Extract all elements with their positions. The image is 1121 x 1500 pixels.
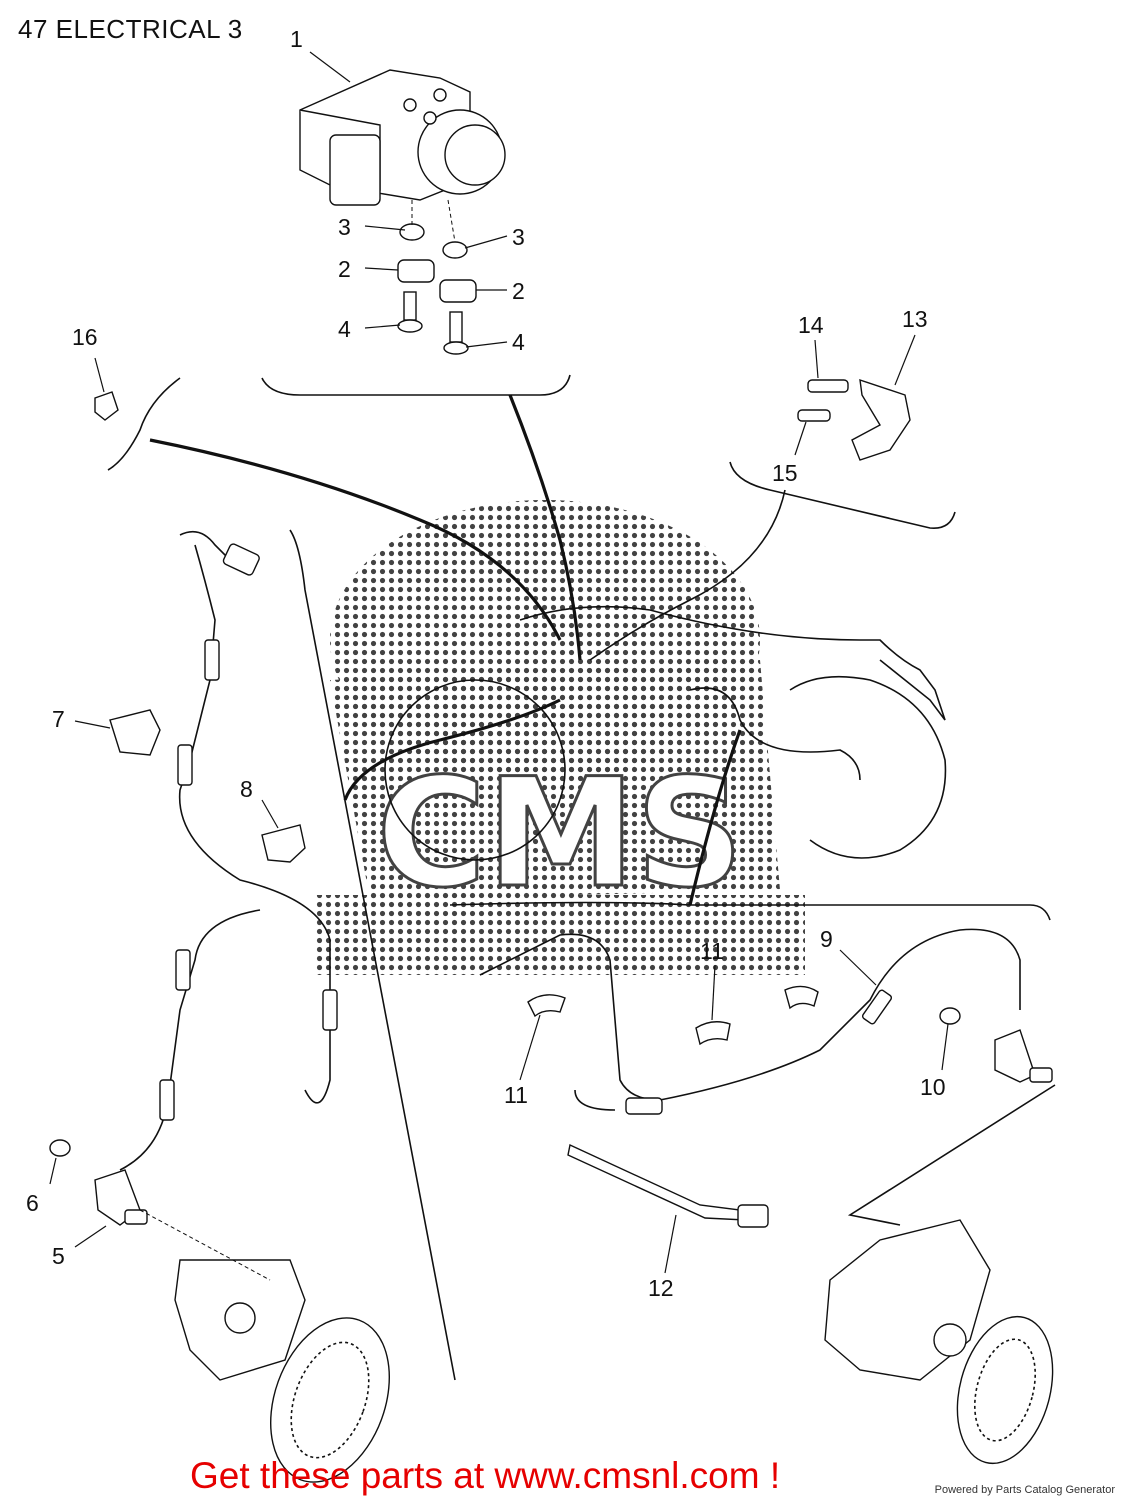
front-caliper-disc [139,1209,390,1483]
clamp-16 [94,391,119,421]
callout-12: 12 [648,1275,674,1301]
harness-right [589,489,786,661]
cable-tie [567,1143,769,1228]
left-section-outline [107,377,181,471]
callout-2b: 2 [512,278,525,304]
callout-6: 6 [26,1190,39,1216]
harness-abs [508,394,582,661]
callout-13: 13 [902,306,928,332]
callout-16: 16 [72,324,98,350]
callout-9: 9 [820,926,833,952]
callout-1: 1 [290,26,303,52]
callout-11a: 11 [700,938,724,964]
page-title: 47 ELECTRICAL 3 [18,14,243,44]
callout-5: 5 [52,1243,65,1269]
abs-section-outline [261,374,571,396]
leader-lines [49,51,949,1274]
callout-11b: 11 [504,1082,528,1108]
harness-diag [688,729,742,906]
callout-4b: 4 [512,329,525,355]
generator-credit: Powered by Parts Catalog Generator [934,1484,1115,1496]
callout-15: 15 [772,460,798,486]
cms-watermark: CMS [315,500,805,975]
bracket-section-outline [729,461,956,529]
callout-7: 7 [52,706,65,732]
front-sensor-lead [49,530,338,1226]
callout-3a: 3 [338,214,351,240]
left-boundary-line [289,529,456,1381]
callout-8: 8 [240,776,253,802]
abs-hydraulic-unit [299,69,506,206]
sensor-bracket [797,378,911,461]
callout-2a: 2 [338,256,351,282]
harness-main [149,438,562,641]
watermark-text: CMS [376,747,743,921]
harness-rear [689,687,861,781]
callout-14: 14 [798,312,824,338]
promo-link[interactable]: Get these parts at www.cmsnl.com ! [190,1455,781,1496]
callout-3b: 3 [512,224,525,250]
callout-10: 10 [920,1074,946,1100]
motorcycle-outline [384,605,947,861]
callout-4a: 4 [338,316,351,342]
rear-sensor-lead [449,901,1053,1115]
mount-hardware [397,199,477,355]
harness-lower [343,698,561,801]
rear-caliper-disc [824,1084,1056,1465]
